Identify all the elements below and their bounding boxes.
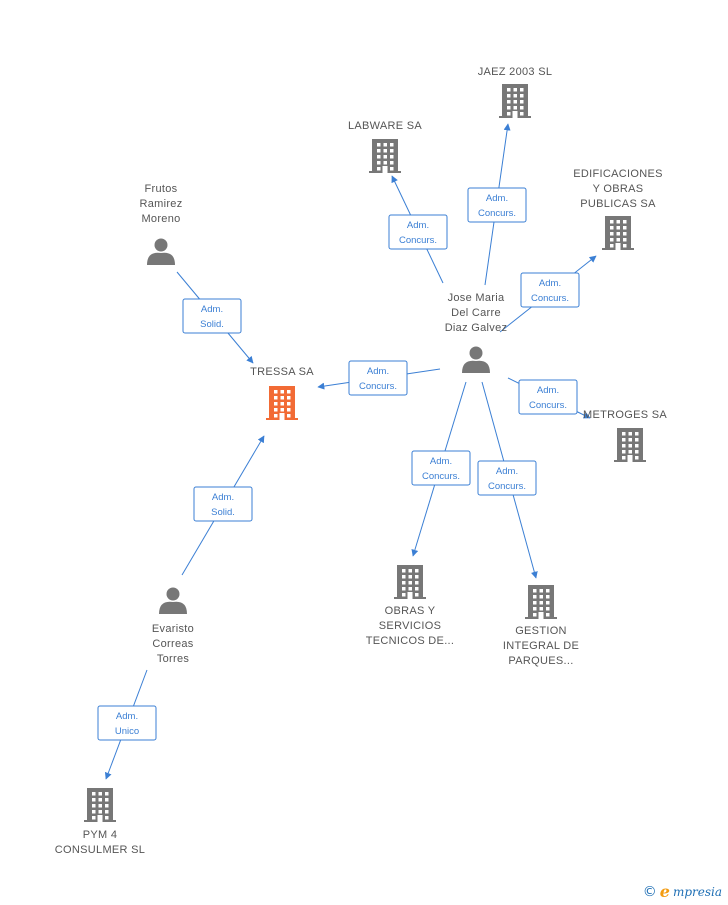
edge-label-text: Adm. [407, 220, 429, 231]
edge-label-jose-gestion: Adm. Concurs. [477, 460, 537, 496]
node-label: INTEGRAL DE [503, 640, 579, 652]
node-label: PUBLICAS SA [580, 198, 656, 210]
edge-label-text: Adm. [539, 278, 561, 289]
edge-label-jose-tressa: Adm. Concurs. [348, 360, 408, 396]
node-pym4[interactable]: PYM 4 CONSULMER SL [55, 788, 145, 856]
edge-label-text: Concurs. [359, 381, 397, 392]
node-label: PYM 4 [83, 829, 118, 841]
building-icon[interactable] [614, 428, 646, 462]
edge-label-text: Concurs. [399, 235, 437, 246]
node-label: Del Carre [451, 307, 501, 319]
node-label: PARQUES... [508, 655, 573, 667]
edge-label-text: Adm. [537, 385, 559, 396]
person-icon[interactable] [159, 587, 187, 615]
node-label: Frutos [145, 183, 178, 195]
person-icon[interactable] [147, 238, 175, 266]
watermark: © e mpresia [643, 882, 722, 901]
brand-initial: e [659, 882, 670, 901]
node-label: TECNICOS DE... [366, 635, 455, 647]
brand-name: mpresia [672, 884, 722, 899]
node-label: LABWARE SA [348, 120, 422, 132]
node-metroges[interactable]: METROGES SA [583, 409, 667, 462]
node-edificaciones[interactable]: EDIFICACIONES Y OBRAS PUBLICAS SA [573, 168, 662, 250]
person-icon[interactable] [462, 346, 490, 374]
building-icon[interactable] [602, 216, 634, 250]
node-label: TRESSA SA [250, 366, 314, 378]
building-icon[interactable] [499, 84, 531, 118]
node-obras[interactable]: OBRAS Y SERVICIOS TECNICOS DE... [366, 565, 455, 647]
node-label: EDIFICACIONES [573, 168, 662, 180]
nodes-layer: TRESSA SA JAEZ 2003 SL LABWARE SA EDIFICACI… [55, 66, 667, 856]
edge-label-jose-metroges: Adm. Concurs. [518, 379, 578, 415]
node-label: Torres [157, 653, 190, 665]
edge-label-text: Adm. [367, 366, 389, 377]
edge-label-text: Adm. [486, 193, 508, 204]
edge-label-text: Solid. [200, 319, 224, 330]
edge-label-text: Concurs. [478, 208, 516, 219]
edge-label-text: Concurs. [488, 481, 526, 492]
node-label: Diaz Galvez [445, 322, 508, 334]
edge-labels-layer: Adm. Solid. Adm. Solid. Adm. Concurs. Adm. Conc… [97, 187, 580, 741]
edge-label-text: Concurs. [422, 471, 460, 482]
edge-label-text: Adm. [116, 711, 138, 722]
node-label: Evaristo [152, 623, 194, 635]
edge-label-frutos-tressa: Adm. Solid. [182, 298, 242, 334]
node-label: CONSULMER SL [55, 844, 145, 856]
node-label: OBRAS Y [385, 605, 436, 617]
edge-label-text: Concurs. [531, 293, 569, 304]
node-label: METROGES SA [583, 409, 667, 421]
building-icon[interactable] [266, 386, 298, 420]
node-label: Y OBRAS [593, 183, 644, 195]
edge-label-jose-obras: Adm. Concurs. [411, 450, 471, 486]
edge-label-text: Solid. [211, 507, 235, 518]
node-gestion[interactable]: GESTION INTEGRAL DE PARQUES... [503, 585, 579, 667]
edge-label-text: Adm. [201, 304, 223, 315]
building-icon[interactable] [369, 139, 401, 173]
edge-label-text: Adm. [430, 456, 452, 467]
edge-label-evaristo-pym4: Adm. Unico [97, 705, 157, 741]
node-labware[interactable]: LABWARE SA [348, 120, 422, 173]
node-label: Ramirez [139, 198, 182, 210]
edge-label-evaristo-tressa: Adm. Solid. [193, 486, 253, 522]
node-label: Correas [152, 638, 193, 650]
edge-label-text: Unico [115, 726, 139, 737]
copyright-symbol: © [642, 883, 657, 900]
edge-label-text: Concurs. [529, 400, 567, 411]
node-label: Moreno [141, 213, 180, 225]
node-label: Jose Maria [448, 292, 505, 304]
edge-label-jose-edificaciones: Adm. Concurs. [520, 272, 580, 308]
building-icon[interactable] [394, 565, 426, 599]
node-label: GESTION [515, 625, 567, 637]
node-label: SERVICIOS [379, 620, 441, 632]
edge-label-jose-labware: Adm. Concurs. [388, 214, 448, 250]
edge-label-text: Adm. [212, 492, 234, 503]
node-tressa[interactable]: TRESSA SA [250, 366, 314, 420]
building-icon[interactable] [84, 788, 116, 822]
building-icon[interactable] [525, 585, 557, 619]
edge-label-text: Adm. [496, 466, 518, 477]
node-label: JAEZ 2003 SL [478, 66, 553, 78]
node-jaez[interactable]: JAEZ 2003 SL [478, 66, 553, 118]
edge-label-jose-jaez: Adm. Concurs. [467, 187, 527, 223]
